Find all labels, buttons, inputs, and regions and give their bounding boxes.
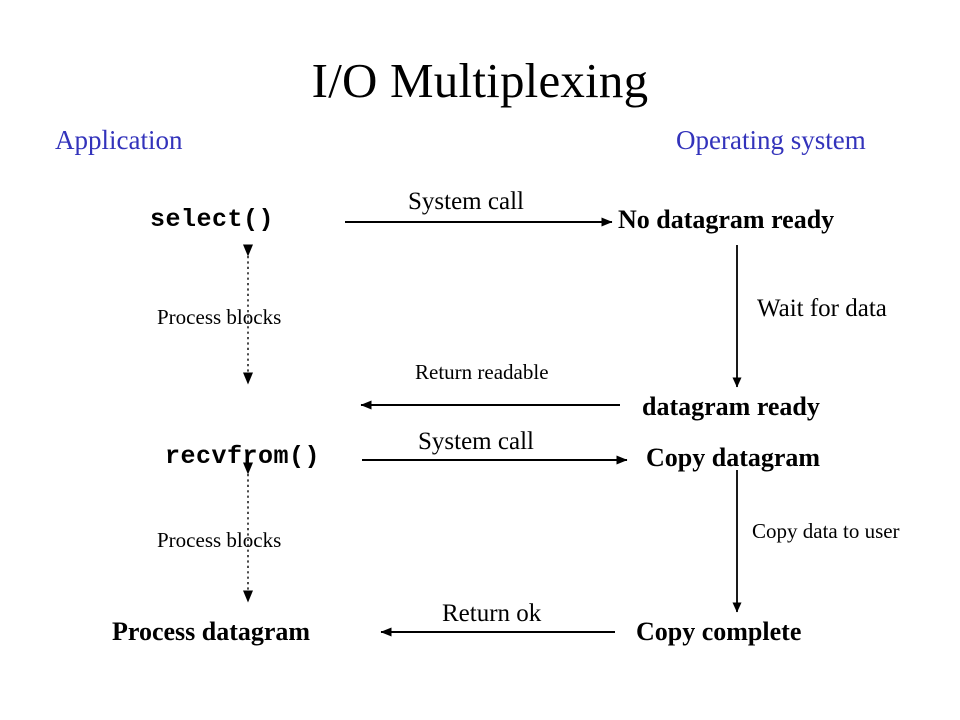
annotation-process-blocks-2: Process blocks <box>157 528 282 552</box>
step-process-datagram: Process datagram <box>112 617 311 646</box>
step-select: select() <box>150 205 275 234</box>
page-title: I/O Multiplexing <box>311 53 649 108</box>
step-copy-complete: Copy complete <box>636 617 802 646</box>
step-recvfrom: recvfrom() <box>165 442 321 471</box>
step-copy-datagram: Copy datagram <box>646 443 821 472</box>
annotation-process-blocks-1: Process blocks <box>157 305 282 329</box>
column-header-application: Application <box>55 125 183 155</box>
step-datagram-ready: datagram ready <box>642 392 820 421</box>
annotation-return-readable: Return readable <box>415 360 549 384</box>
annotation-system-call-2: System call <box>418 428 534 455</box>
annotation-wait-for-data: Wait for data <box>757 295 887 322</box>
step-no-datagram-ready: No datagram ready <box>618 205 835 234</box>
annotation-copy-data-to-user: Copy data to user <box>752 519 900 543</box>
column-header-operating-system: Operating system <box>676 125 866 155</box>
annotation-system-call-1: System call <box>408 188 524 215</box>
annotation-return-ok: Return ok <box>442 600 542 627</box>
